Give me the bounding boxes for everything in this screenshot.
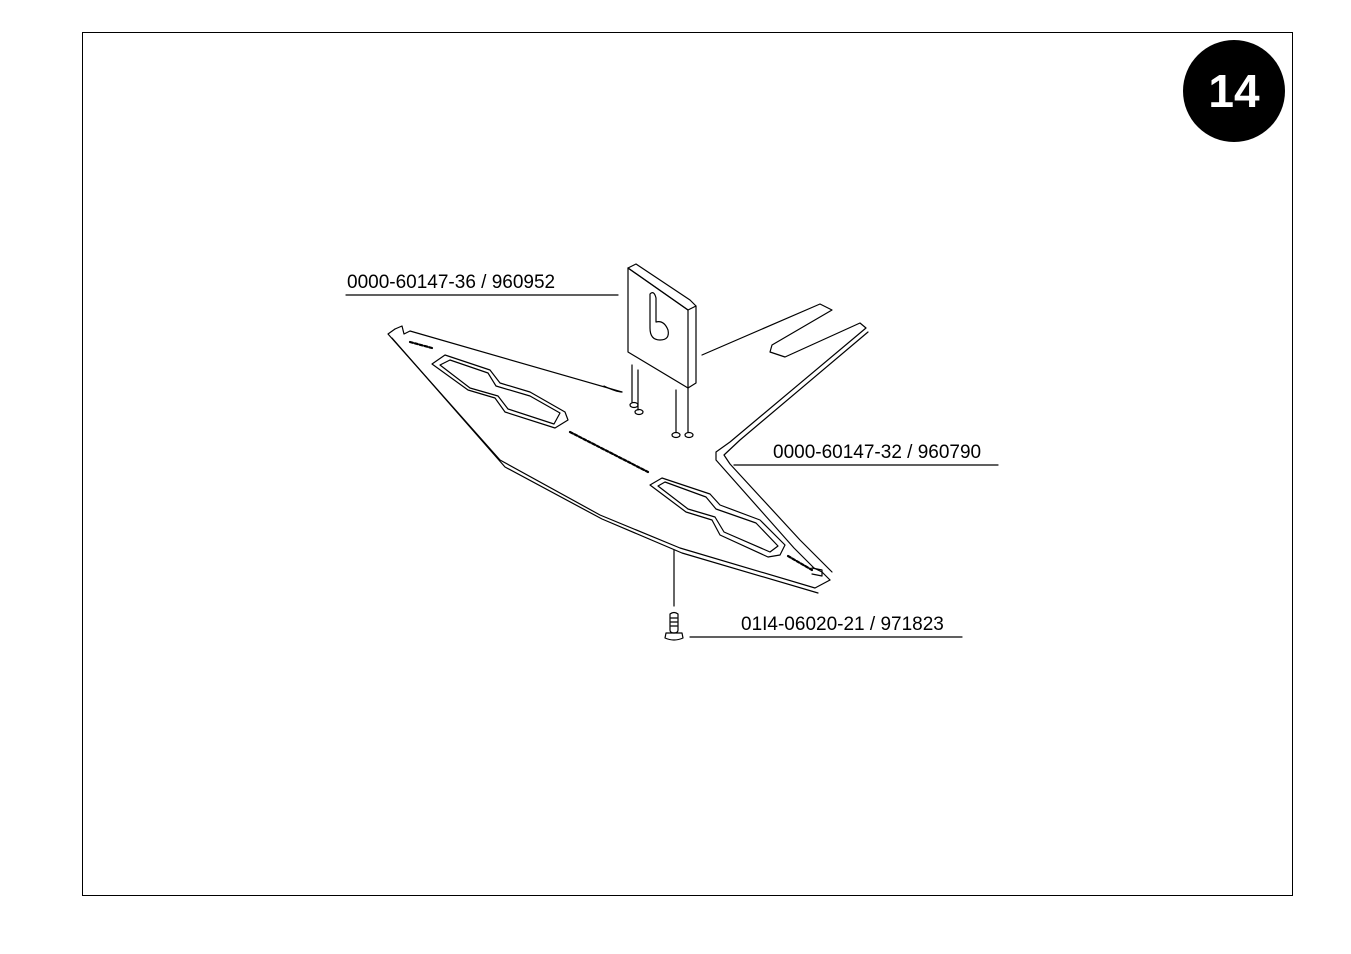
bracket-plate [387, 303, 869, 594]
score-line-1 [408, 340, 434, 350]
score-line-3 [786, 554, 814, 572]
plate-right-arm-back [723, 331, 869, 573]
mounting-block [627, 263, 697, 439]
plate-cutout-left [431, 354, 569, 429]
screw [664, 549, 684, 641]
part-label-block: 0000-60147-36 / 960952 [347, 272, 555, 293]
pin-hole-3 [671, 431, 681, 439]
plate-mount-edge [603, 385, 623, 393]
block-front-face [627, 267, 689, 389]
plate-end-notch [811, 567, 823, 577]
block-pin-right [675, 387, 689, 433]
screw-thread [670, 617, 678, 627]
plate-thickness-edge [391, 337, 819, 594]
score-line-2 [568, 430, 650, 474]
pin-hole-4 [684, 431, 694, 439]
block-top-edge [627, 267, 697, 311]
plate-cutout-right [649, 477, 786, 558]
block-top-right-edge [627, 263, 697, 389]
plate-right-arm [701, 303, 867, 581]
pin-hole-1 [629, 401, 639, 409]
screw-shank [669, 611, 679, 634]
step-number: 14 [1208, 65, 1260, 117]
plate-front-edge [387, 328, 831, 589]
block-slot [649, 292, 669, 341]
part-label-screw: 01I4-06020-21 / 971823 [741, 614, 944, 635]
pin-hole-2 [634, 408, 644, 416]
plate-upper-left-edge [394, 325, 623, 393]
drawing-frame [82, 32, 1293, 896]
screw-head [664, 632, 684, 641]
step-number-badge: 14 [1183, 40, 1285, 142]
plate-cutout-right-inner [657, 481, 779, 553]
plate-cutout-left-inner [439, 359, 561, 425]
part-label-plate: 0000-60147-32 / 960790 [773, 442, 981, 463]
